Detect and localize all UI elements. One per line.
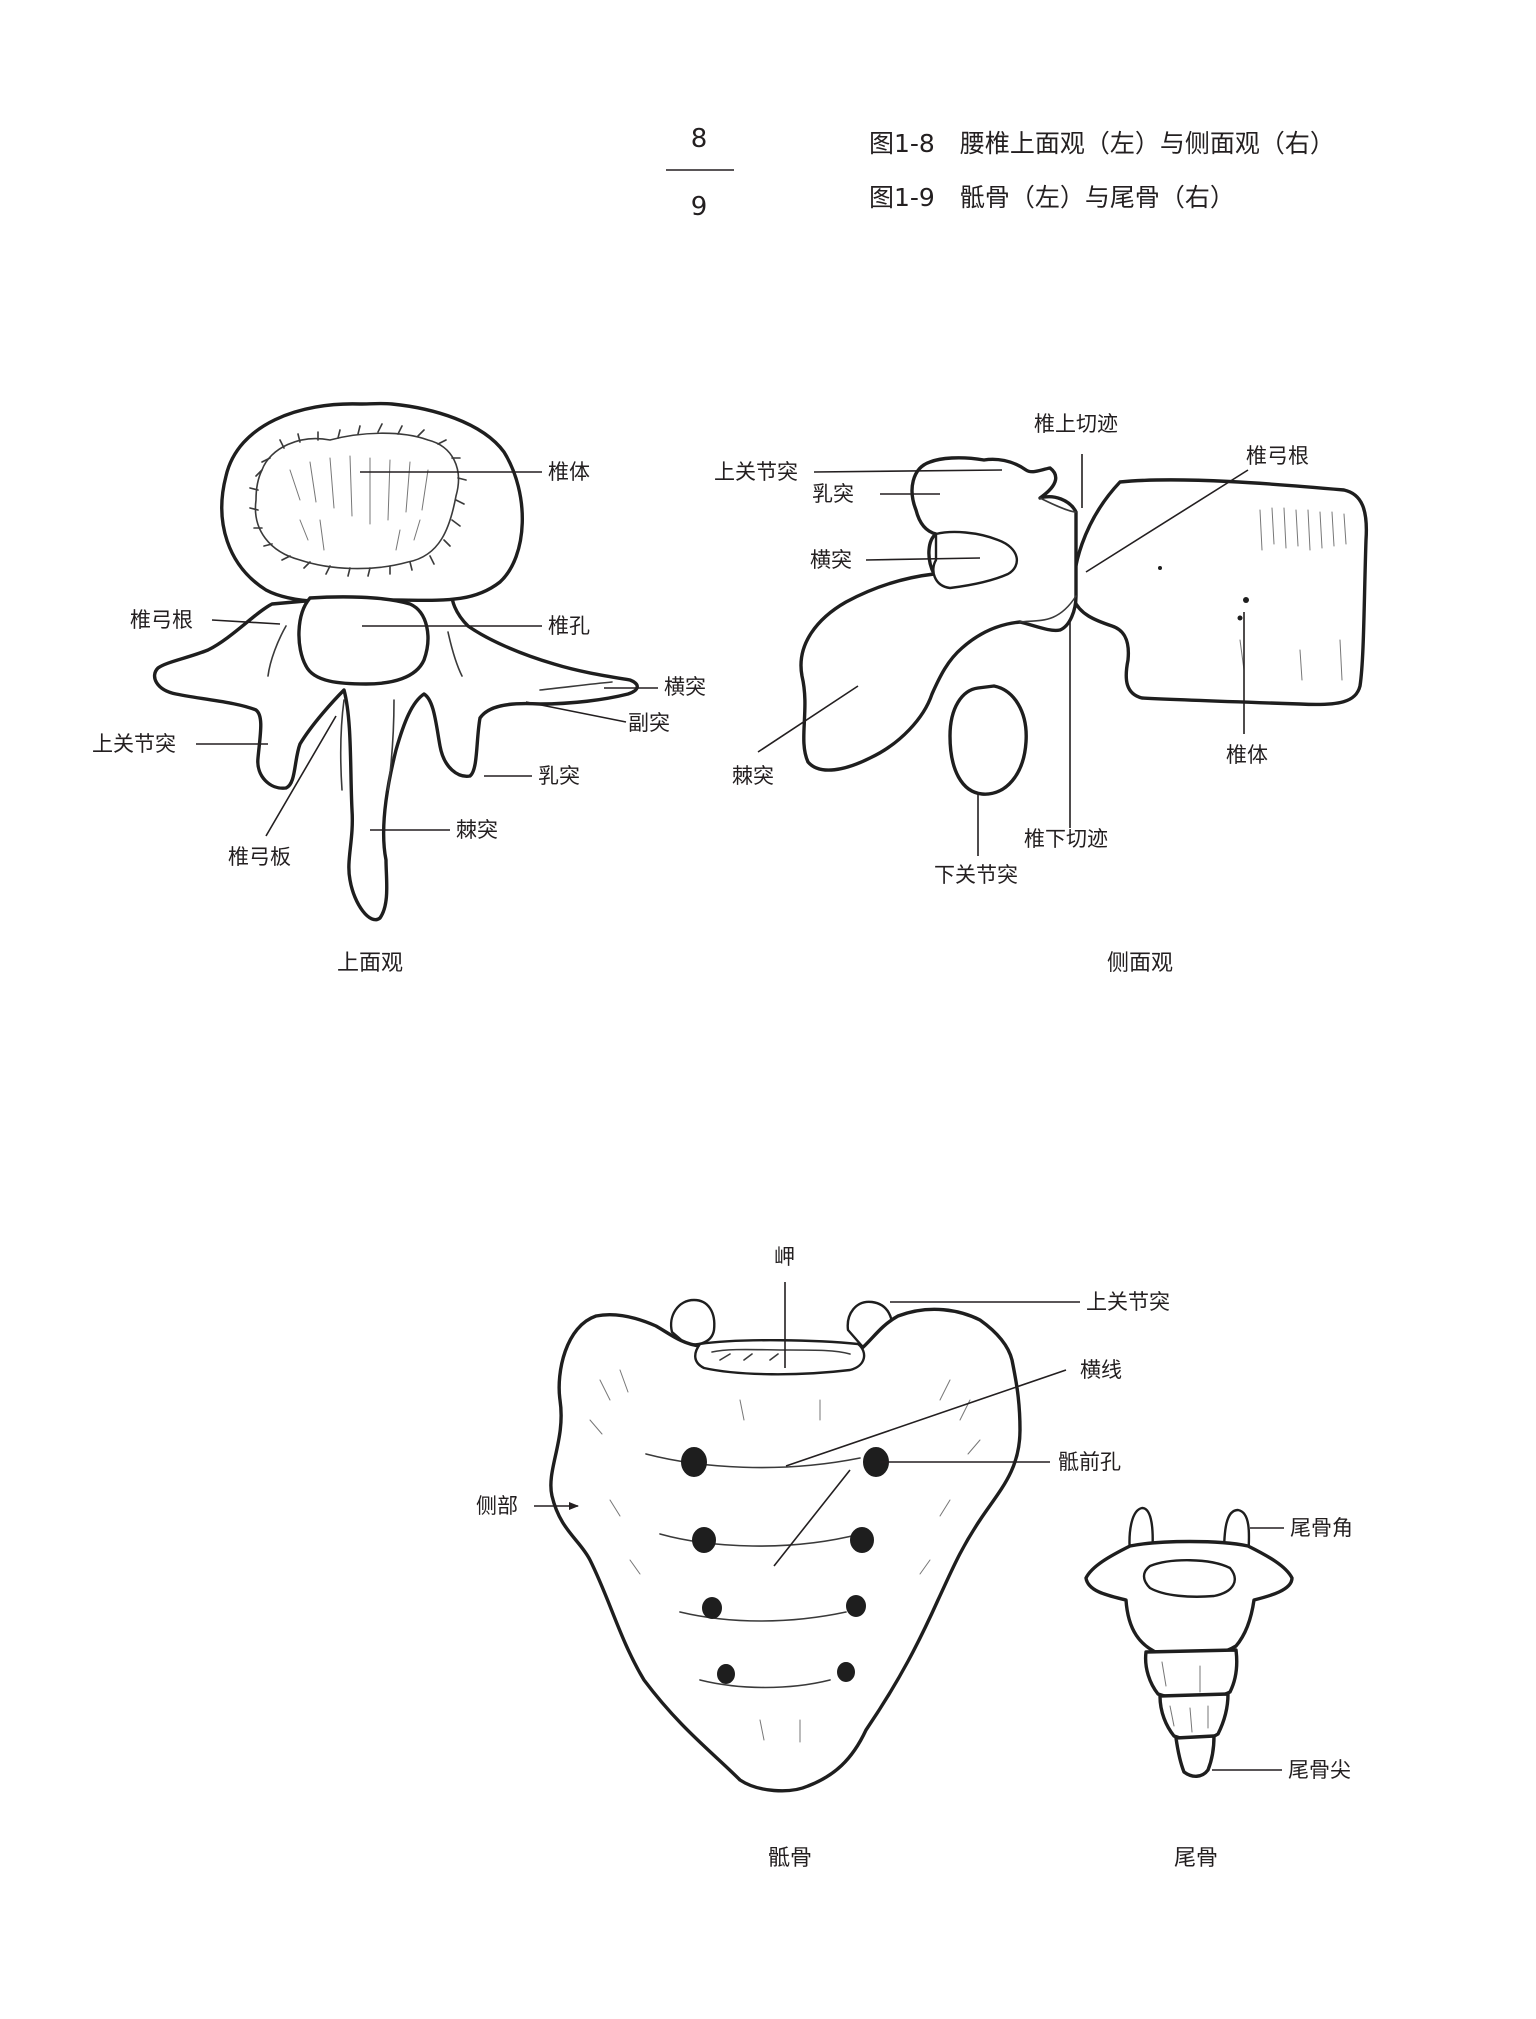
lumbar-lateral-view: 椎上切迹 椎弓根 上关节突 乳突 横突 棘突 椎下切迹 下关节突 椎体 侧面观: [714, 412, 1369, 976]
leader-lateral-transverse: [865, 557, 981, 561]
label-lateral-mammillary: 乳突: [812, 482, 854, 506]
label-superior-articular-process: 上关节突: [92, 732, 176, 756]
label-coccygeal-cornu: 尾骨角: [1290, 1516, 1353, 1540]
label-sacrum-superior-articular: 上关节突: [1086, 1290, 1170, 1314]
label-inferior-vertebral-notch: 椎下切迹: [1024, 827, 1108, 851]
nutrient-foramen-dot: [1237, 615, 1243, 621]
nutrient-foramen-dot: [1243, 597, 1249, 603]
cancellous-stipple: [289, 455, 429, 551]
cancellous-edge-hatch: [249, 423, 467, 577]
leader-lateral-pedicle: [1085, 469, 1249, 573]
label-lateral-transverse: 横突: [810, 548, 852, 572]
label-lateral-superior-articular: 上关节突: [714, 460, 798, 484]
lateral-notch-lines: [1019, 497, 1077, 623]
label-inferior-articular-process: 下关节突: [934, 863, 1018, 887]
figure-caption-1-8: 图1-8 腰椎上面观（左）与侧面观（右）: [869, 129, 1335, 158]
page-number-top: 8: [691, 124, 708, 154]
caption-lateral-view: 侧面观: [1107, 951, 1173, 976]
coccyx-texture: [1161, 1661, 1209, 1733]
label-superior-vertebral-notch: 椎上切迹: [1034, 412, 1118, 436]
sacral-foramen-s2-right: [850, 1527, 874, 1553]
label-spinous-process: 棘突: [456, 818, 498, 842]
sacrum-view: 岬 上关节突 横线 骶前孔 侧部 骶骨: [476, 1245, 1170, 1871]
label-pedicle: 椎弓根: [130, 608, 193, 632]
sacrum-transverse-ridge: [659, 1533, 861, 1547]
leader-lateral-spinous: [757, 685, 859, 753]
label-vertebral-body: 椎体: [548, 460, 590, 484]
coccyx-articular-facet-drawing: [1142, 1559, 1236, 1598]
lateral-inferior-articular-drawing: [948, 684, 1028, 796]
label-lateral-pedicle: 椎弓根: [1246, 444, 1309, 468]
leader-lateral-sup-articular: [813, 469, 1003, 473]
coccyx-segment-4-drawing: [1174, 1734, 1216, 1778]
label-transverse-process: 横突: [664, 675, 706, 699]
leader-accessory: [525, 701, 627, 723]
sacrum-promontory-drawing: [694, 1339, 866, 1376]
vertebral-foramen-drawing: [297, 595, 430, 686]
label-lateral-spinous: 棘突: [732, 764, 774, 788]
caption-coccyx: 尾骨: [1174, 1846, 1218, 1871]
coccyx-segment-2-drawing: [1143, 1648, 1239, 1702]
lateral-arch-drawing: [799, 456, 1078, 772]
sacral-foramen-s4-left: [717, 1664, 735, 1684]
sacral-foramen-s1-left: [681, 1447, 707, 1477]
lateral-transverse-drawing: [932, 530, 1018, 590]
label-anterior-sacral-foramina: 骶前孔: [1058, 1450, 1121, 1474]
sacrum-promontory-texture: [711, 1348, 851, 1361]
label-lamina: 椎弓板: [228, 845, 291, 869]
sacrum-surface-texture: [589, 1369, 981, 1743]
sacral-foramen-s4-right: [837, 1662, 855, 1682]
sacrum-transverse-ridge: [645, 1453, 861, 1469]
label-transverse-line: 横线: [1080, 1358, 1122, 1382]
lateral-body-texture: [1239, 507, 1347, 681]
label-mammillary-process: 乳突: [538, 764, 580, 788]
label-lateral-body: 椎体: [1226, 743, 1268, 767]
label-vertebral-foramen: 椎孔: [548, 614, 590, 638]
sacral-foramen-s3-right: [846, 1595, 866, 1617]
leader-transverse-line-2: [773, 1469, 851, 1567]
cancellous-outline: [254, 432, 460, 570]
label-accessory-process: 副突: [628, 711, 670, 735]
coccyx-view: 尾骨角 尾骨尖 尾骨: [1084, 1506, 1353, 1871]
label-lateral-part: 侧部: [476, 1494, 518, 1518]
lateral-vertebral-body-drawing: [1071, 478, 1369, 707]
lumbar-superior-view: 椎体 椎弓根 椎孔 横突 副突 上关节突 乳突 棘突 椎弓板 上面观: [92, 401, 706, 976]
coccyx-segment-3-drawing: [1158, 1692, 1230, 1742]
figure-header: 8 9 图1-8 腰椎上面观（左）与侧面观（右） 图1-9 骶骨（左）与尾骨（右…: [666, 124, 1335, 222]
label-coccyx-apex: 尾骨尖: [1288, 1758, 1351, 1782]
vertebral-arch-drawing: [152, 586, 639, 922]
nutrient-foramen-dot: [1158, 566, 1162, 570]
caption-superior-view: 上面观: [337, 951, 403, 976]
sacral-foramen-s3-left: [702, 1597, 722, 1619]
caption-sacrum: 骶骨: [768, 1846, 812, 1871]
sacrum-transverse-ridge: [679, 1611, 847, 1622]
figure-caption-1-9: 图1-9 骶骨（左）与尾骨（右）: [869, 183, 1235, 212]
page-number-bottom: 9: [691, 192, 708, 222]
label-promontory: 岬: [774, 1245, 795, 1269]
sacrum-transverse-ridge: [699, 1679, 831, 1689]
coccyx-segment-1-drawing: [1084, 1539, 1294, 1659]
leader-pedicle: [211, 619, 281, 625]
leader-lamina: [265, 715, 337, 837]
leader-transverse-line: [785, 1369, 1067, 1467]
sacral-foramen-s2-left: [692, 1527, 716, 1553]
vertebral-body-drawing: [220, 401, 525, 604]
arch-shading: [267, 625, 613, 791]
